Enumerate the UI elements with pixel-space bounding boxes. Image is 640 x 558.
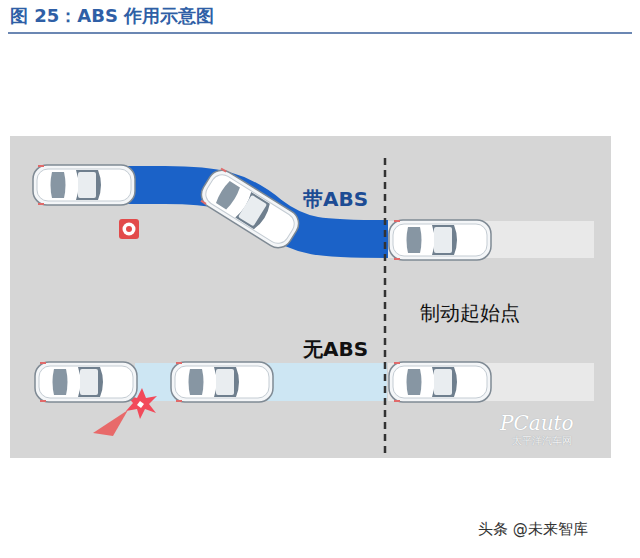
figure-title: 图 25：ABS 作用示意图 bbox=[10, 5, 214, 27]
road-panel bbox=[10, 136, 611, 458]
car bbox=[389, 362, 491, 402]
car bbox=[389, 220, 491, 260]
cars bbox=[33, 165, 491, 402]
skid-band bbox=[135, 363, 387, 401]
abs-label: 带ABS bbox=[303, 187, 368, 211]
car bbox=[196, 165, 304, 253]
car bbox=[35, 362, 137, 402]
lane-bottom bbox=[388, 363, 594, 401]
target-icon bbox=[119, 219, 139, 239]
watermark-site: 太平洋汽车网 bbox=[512, 435, 572, 447]
car bbox=[33, 165, 135, 205]
brake-start-line bbox=[384, 158, 387, 456]
source-watermark: 头条 @未来智库 bbox=[478, 520, 588, 538]
car bbox=[171, 362, 273, 402]
watermark-logo: PCauto bbox=[500, 411, 574, 435]
title-rule bbox=[8, 32, 632, 34]
brake-start-label: 制动起始点 bbox=[420, 301, 520, 325]
no-abs-label: 无ABS bbox=[303, 337, 368, 361]
